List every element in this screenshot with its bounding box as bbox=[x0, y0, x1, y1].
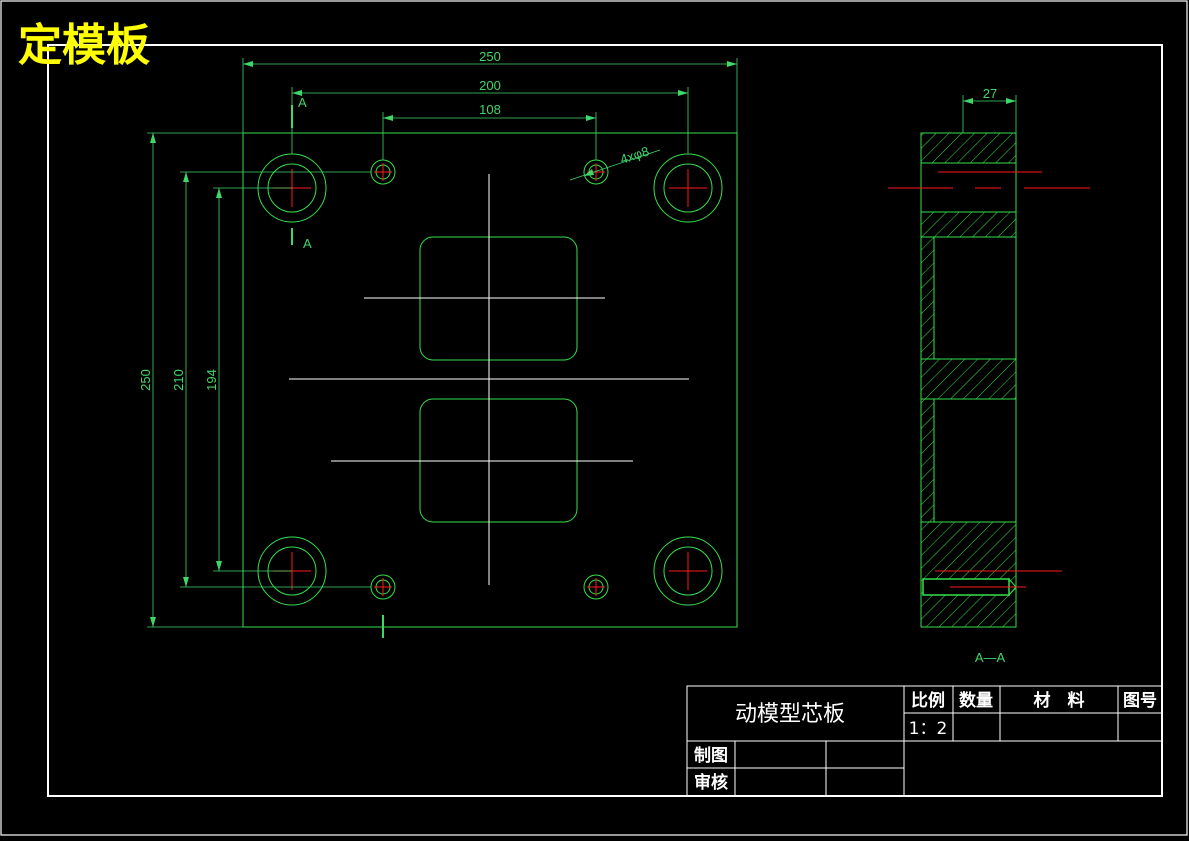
dim-thickness: 27 bbox=[983, 86, 997, 101]
center-lines bbox=[289, 174, 689, 585]
plate-outline bbox=[242, 132, 738, 628]
part-name: 动模型芯板 bbox=[735, 702, 845, 727]
section-label: A—A bbox=[975, 650, 1006, 665]
drawing-frame bbox=[47, 44, 1163, 797]
overlay-title: 定模板 bbox=[18, 20, 150, 71]
dim-vertical-194: 194 bbox=[204, 369, 219, 391]
dim-overall-width: 250 bbox=[479, 49, 501, 64]
section-cut-marks bbox=[291, 105, 384, 638]
guide-hole-bottom-right bbox=[653, 536, 723, 606]
dim-hole-spacing-108: 108 bbox=[479, 102, 501, 117]
scale-header: 比例 bbox=[911, 690, 945, 711]
dimension-lines bbox=[147, 58, 738, 628]
dim-small-hole-callout: 4xφ8 bbox=[618, 144, 651, 167]
material-header: 材 料 bbox=[1034, 690, 1085, 711]
front-view bbox=[242, 132, 738, 628]
dim-vertical-210: 210 bbox=[171, 369, 186, 391]
section-mark-top: A bbox=[298, 95, 307, 110]
dim-hole-spacing-200: 200 bbox=[479, 78, 501, 93]
dimension-arrows bbox=[150, 61, 737, 627]
drawing-no-header: 图号 bbox=[1123, 691, 1157, 711]
scale-value: 1：2 bbox=[909, 719, 948, 739]
section-mark-bottom: A bbox=[303, 236, 312, 251]
quantity-header: 数量 bbox=[959, 690, 993, 711]
checked-by-label: 审核 bbox=[694, 772, 728, 793]
side-view bbox=[888, 95, 1090, 628]
dim-overall-height: 250 bbox=[138, 369, 153, 391]
drawn-by-label: 制图 bbox=[694, 745, 728, 766]
title-block bbox=[686, 685, 1163, 797]
